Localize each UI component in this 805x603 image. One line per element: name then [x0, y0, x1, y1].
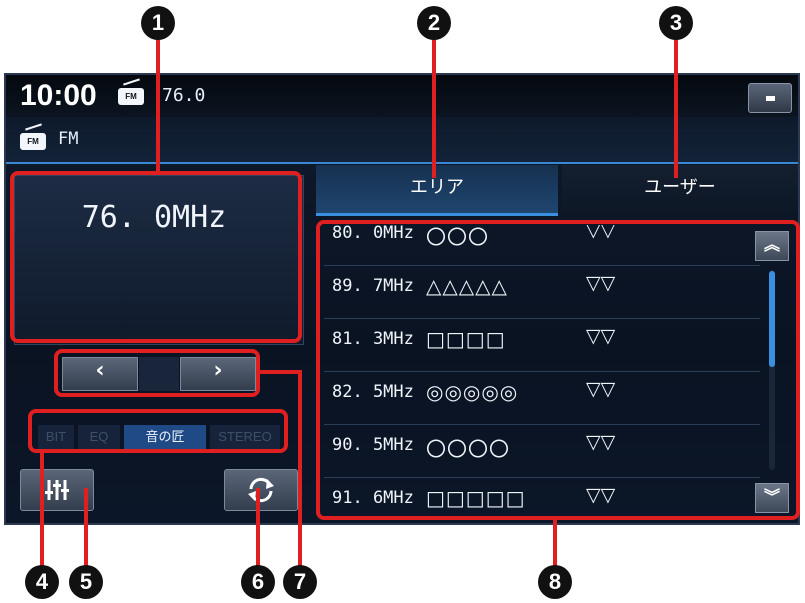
- leader-line-3: [674, 38, 678, 178]
- station-detail: ▽▽: [586, 225, 616, 241]
- tab-user[interactable]: ユーザー: [562, 165, 798, 213]
- double-chevron-up-icon: ︽: [763, 235, 780, 254]
- sound-mode-eq: EQ: [78, 425, 120, 449]
- highlight-seek: [54, 349, 260, 397]
- list-tabs: エリア ユーザー: [316, 165, 798, 216]
- station-name: 〇〇〇: [426, 225, 489, 249]
- seek-center: [139, 357, 179, 391]
- double-chevron-down-icon: ︾: [763, 487, 780, 506]
- highlight-station-list: [316, 220, 800, 520]
- station-name: □□□□□: [426, 486, 526, 510]
- band-label: FM: [58, 129, 79, 149]
- highlight-sound-modes: [28, 409, 288, 453]
- station-frequency: 82. 5MHz: [332, 382, 414, 402]
- station-detail: ▽▽: [586, 484, 616, 506]
- station-detail: ▽▽: [586, 325, 616, 347]
- station-frequency: 89. 7MHz: [332, 276, 414, 296]
- frequency-display: [14, 175, 304, 345]
- chevron-left-icon: ‹: [95, 358, 105, 383]
- callout-1: 1: [141, 6, 175, 40]
- station-frequency: 90. 5MHz: [332, 435, 414, 455]
- station-frequency: 81. 3MHz: [332, 329, 414, 349]
- station-row[interactable]: 91. 6MHz □□□□□ ▽▽: [324, 478, 760, 521]
- station-frequency: 91. 6MHz: [332, 488, 414, 508]
- scroll-up-button[interactable]: ︽: [755, 231, 789, 261]
- sound-mode-bit: BIT: [38, 425, 74, 449]
- sound-mode-stereo: STEREO: [210, 425, 280, 449]
- leader-line-6: [256, 488, 260, 566]
- station-name: □□□□: [426, 327, 506, 351]
- refresh-button[interactable]: [224, 469, 298, 511]
- highlight-frequency: [10, 171, 302, 343]
- leader-line-7b: [298, 370, 302, 566]
- station-detail: ▽▽: [586, 272, 616, 294]
- station-row[interactable]: 80. 0MHz 〇〇〇 ▽▽: [324, 225, 760, 266]
- leader-line-2: [432, 38, 436, 178]
- station-row[interactable]: 90. 5MHz 〇〇〇〇 ▽▽: [324, 425, 760, 478]
- station-name: 〇〇〇〇: [426, 437, 510, 461]
- callout-6: 6: [241, 565, 275, 599]
- status-frequency: 76.0: [162, 85, 206, 106]
- station-list: 80. 0MHz 〇〇〇 ▽▽ 89. 7MHz △△△△△ ▽▽ 81. 3M…: [324, 225, 796, 521]
- chevron-right-icon: ›: [213, 358, 223, 383]
- sliders-icon: [45, 480, 69, 500]
- leader-line-5: [84, 488, 88, 566]
- fm-radio-icon: FM: [118, 88, 144, 105]
- leader-line-7a: [258, 370, 302, 374]
- sound-settings-button[interactable]: [20, 469, 94, 511]
- leader-line-8: [553, 518, 557, 566]
- scrollbar-track[interactable]: [769, 270, 775, 470]
- callout-8: 8: [538, 565, 572, 599]
- callout-7: 7: [283, 565, 317, 599]
- station-row[interactable]: 89. 7MHz △△△△△ ▽▽: [324, 266, 760, 319]
- seek-next-button[interactable]: ›: [180, 357, 256, 391]
- sound-mode-oto-no-takumi: 音の匠: [124, 425, 206, 449]
- station-frequency: 80. 0MHz: [332, 225, 414, 243]
- current-frequency: 76. 0MHz: [81, 200, 227, 235]
- leader-line-1: [156, 38, 160, 172]
- callout-2: 2: [417, 6, 451, 40]
- callout-3: 3: [659, 6, 693, 40]
- station-detail: ▽▽: [586, 378, 616, 400]
- tab-area[interactable]: エリア: [316, 165, 558, 216]
- station-name: ◎◎◎◎◎: [426, 380, 519, 404]
- station-name: △△△△△: [426, 274, 508, 298]
- callout-4: 4: [25, 565, 59, 599]
- station-row[interactable]: 81. 3MHz □□□□ ▽▽: [324, 319, 760, 372]
- scrollbar-thumb[interactable]: [769, 271, 775, 367]
- station-row[interactable]: 82. 5MHz ◎◎◎◎◎ ▽▽: [324, 372, 760, 425]
- menu-button[interactable]: [748, 83, 792, 113]
- menu-icon: [766, 96, 775, 101]
- seek-prev-button[interactable]: ‹: [62, 357, 138, 391]
- scroll-down-button[interactable]: ︾: [755, 483, 789, 513]
- refresh-icon: [248, 477, 274, 503]
- leader-line-4: [40, 452, 44, 566]
- station-detail: ▽▽: [586, 431, 616, 453]
- clock: 10:00: [20, 79, 97, 112]
- band-bar: [6, 117, 798, 164]
- fm-band-icon: FM: [20, 133, 46, 150]
- callout-5: 5: [69, 565, 103, 599]
